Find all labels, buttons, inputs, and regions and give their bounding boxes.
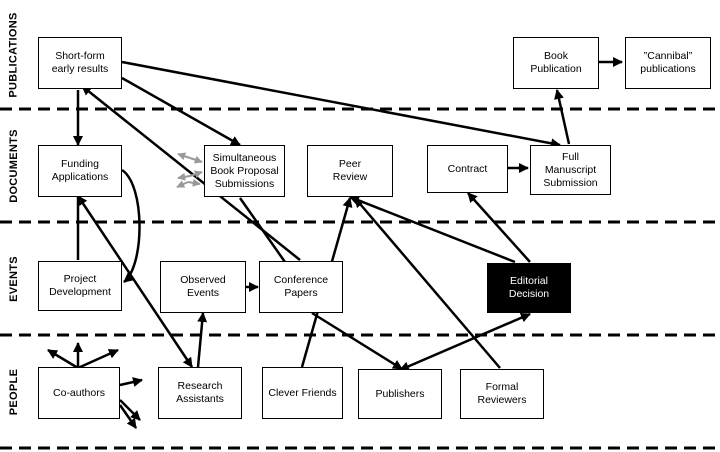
lane-label-events: EVENTS <box>8 255 20 302</box>
edge-shortform-simultaneous <box>121 76 241 147</box>
gray-arrow <box>187 178 201 187</box>
gray-arrow <box>189 170 203 179</box>
node-cannibal-publications: ”Cannibal” publications <box>625 37 711 89</box>
gray-arrow <box>177 172 191 181</box>
node-peer-review: Peer Review <box>307 145 393 197</box>
node-project-development: Project Development <box>38 261 122 311</box>
edge-conference-simultaneous <box>238 197 287 263</box>
gray-arrow <box>177 152 191 161</box>
coauthor-ray <box>118 404 138 429</box>
node-funding-applications: Funding Applications <box>38 145 122 197</box>
gray-arrow <box>176 180 189 188</box>
lane-label-documents: DOCUMENTS <box>8 128 20 203</box>
node-conference-papers: Conference Papers <box>259 261 343 313</box>
edge-conference-publishers <box>311 311 403 371</box>
edge-shortform-manuscript <box>121 60 561 149</box>
coauthor-ray <box>47 348 79 370</box>
coauthor-ray <box>77 348 119 370</box>
node-full-manuscript: Full Manuscript Submission <box>530 145 611 195</box>
coauthor-ray <box>119 399 141 421</box>
coauthor-ray <box>119 377 143 387</box>
edge-assistants-observed <box>196 312 208 368</box>
edge-manuscript-book <box>554 89 571 145</box>
node-book-publication: Book Publication <box>513 37 599 89</box>
node-research-assistants: Research Assistants <box>158 367 242 419</box>
edge-publishers-editorial <box>399 312 531 372</box>
gray-arrow <box>189 155 203 164</box>
node-editorial-decision: Editorial Decision <box>487 263 571 313</box>
edge-editorial-peerreview <box>349 195 516 264</box>
node-short-form: Short-form early results <box>38 37 122 89</box>
node-simultaneous-submissions: Simultaneous Book Proposal Submissions <box>204 145 285 197</box>
edge-assistants-funding <box>76 195 194 368</box>
node-publishers: Publishers <box>358 369 442 419</box>
node-contract: Contract <box>427 145 508 193</box>
lane-label-publications: PUBLICATIONS <box>8 11 21 98</box>
node-clever-friends: Clever Friends <box>262 367 343 419</box>
node-observed-events: Observed Events <box>160 261 246 313</box>
node-co-authors: Co-authors <box>38 367 120 419</box>
lane-label-people: PEOPLE <box>8 368 20 415</box>
edge-editorial-contract <box>467 192 531 263</box>
node-formal-reviewers: Formal Reviewers <box>460 369 544 419</box>
